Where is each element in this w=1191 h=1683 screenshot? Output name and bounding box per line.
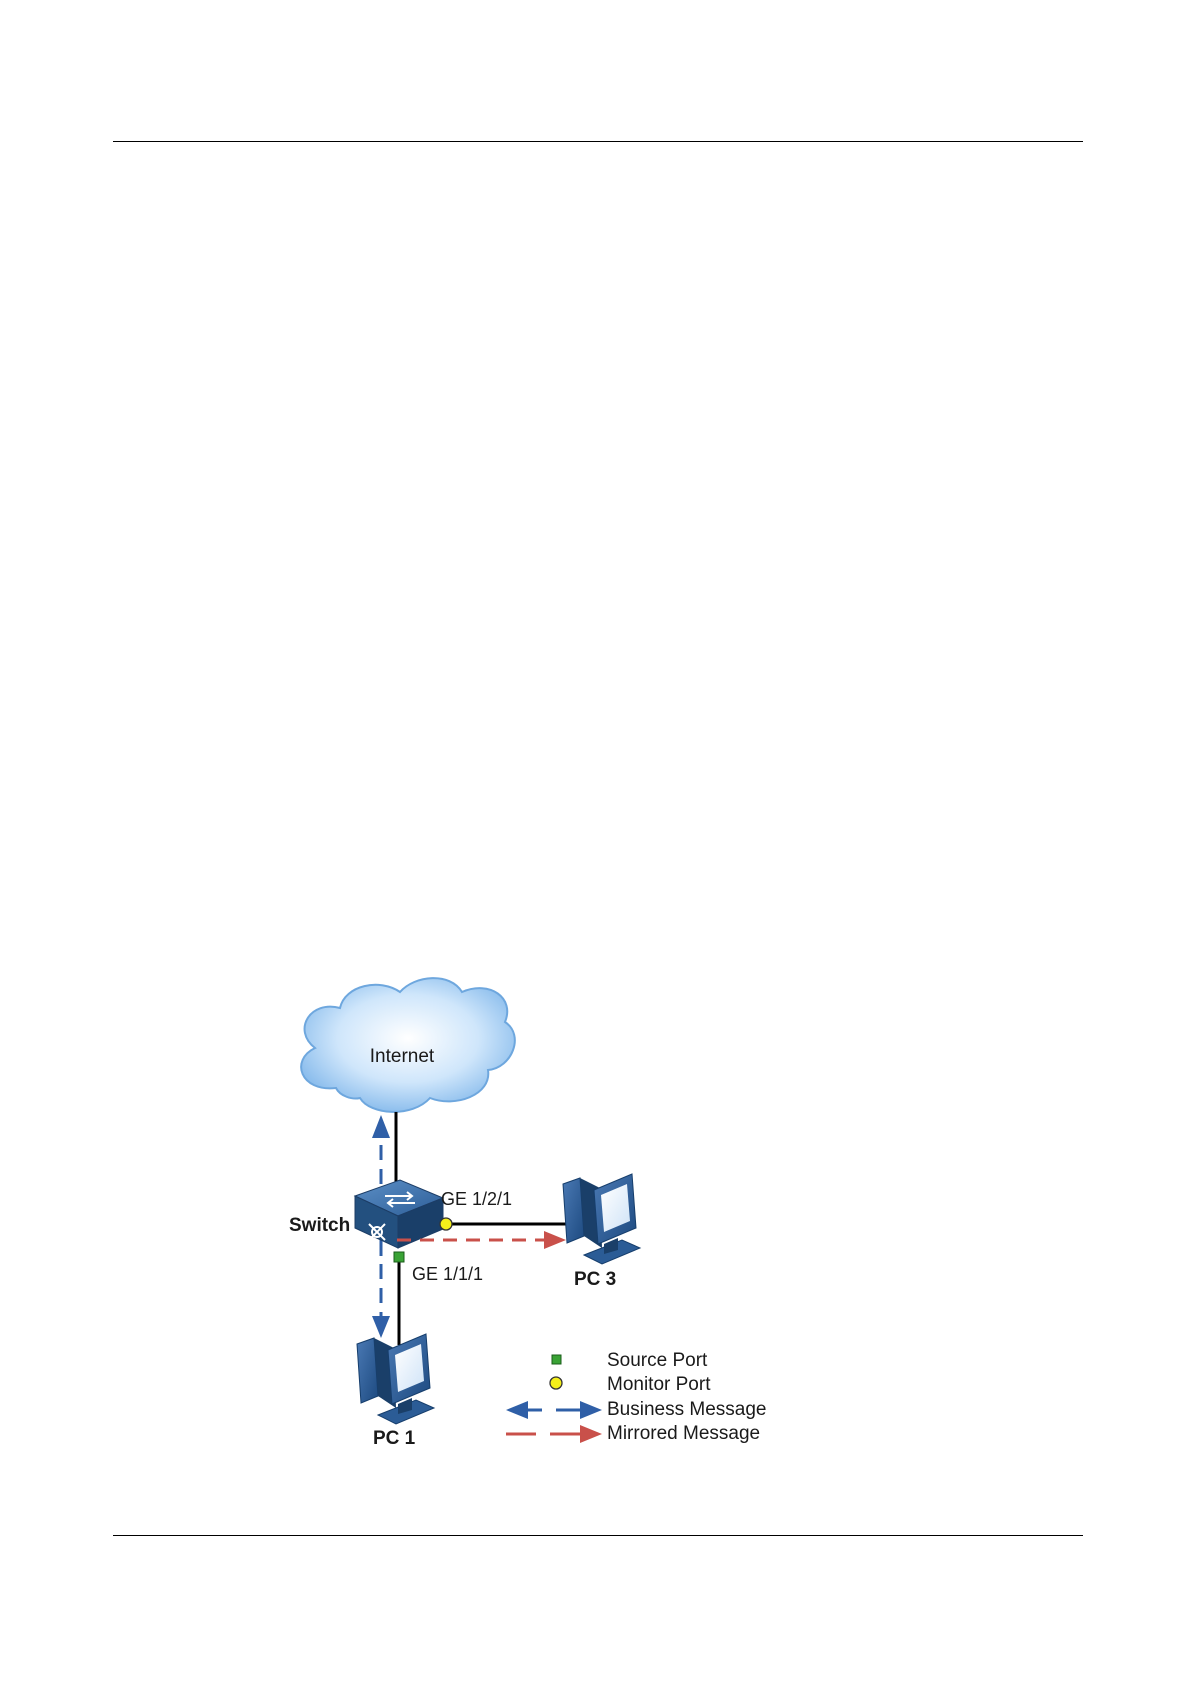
legend-source-port-label: Source Port: [607, 1350, 708, 1371]
legend-mirrored-message-label: Mirrored Message: [607, 1423, 760, 1444]
business-arrowhead-down: [372, 1316, 390, 1338]
monitor-port-label: GE 1/2/1: [441, 1189, 512, 1209]
legend-mirrored-arrow-icon: [506, 1425, 602, 1443]
switch-label: Switch: [289, 1215, 350, 1236]
legend-monitor-port-icon: [550, 1377, 562, 1389]
pc3-icon: [563, 1174, 640, 1264]
cloud-label: Internet: [370, 1046, 435, 1067]
source-port-label: GE 1/1/1: [412, 1264, 483, 1284]
legend-business-arrow-icon: [506, 1401, 602, 1419]
legend-monitor-port-label: Monitor Port: [607, 1374, 711, 1395]
monitor-port-marker: [440, 1218, 452, 1230]
source-port-marker: [394, 1252, 404, 1262]
legend-source-port-icon: [552, 1355, 561, 1364]
internet-cloud-icon: [301, 978, 515, 1112]
legend: Source Port Monitor Port Business Messag…: [506, 1350, 766, 1444]
business-arrowhead-up: [372, 1115, 390, 1138]
mirrored-arrowhead: [544, 1231, 566, 1249]
legend-business-message-label: Business Message: [607, 1399, 766, 1420]
pc1-label: PC 1: [373, 1428, 416, 1449]
switch-icon: [355, 1180, 443, 1248]
pc1-icon: [357, 1334, 434, 1424]
pc3-label: PC 3: [574, 1269, 616, 1290]
